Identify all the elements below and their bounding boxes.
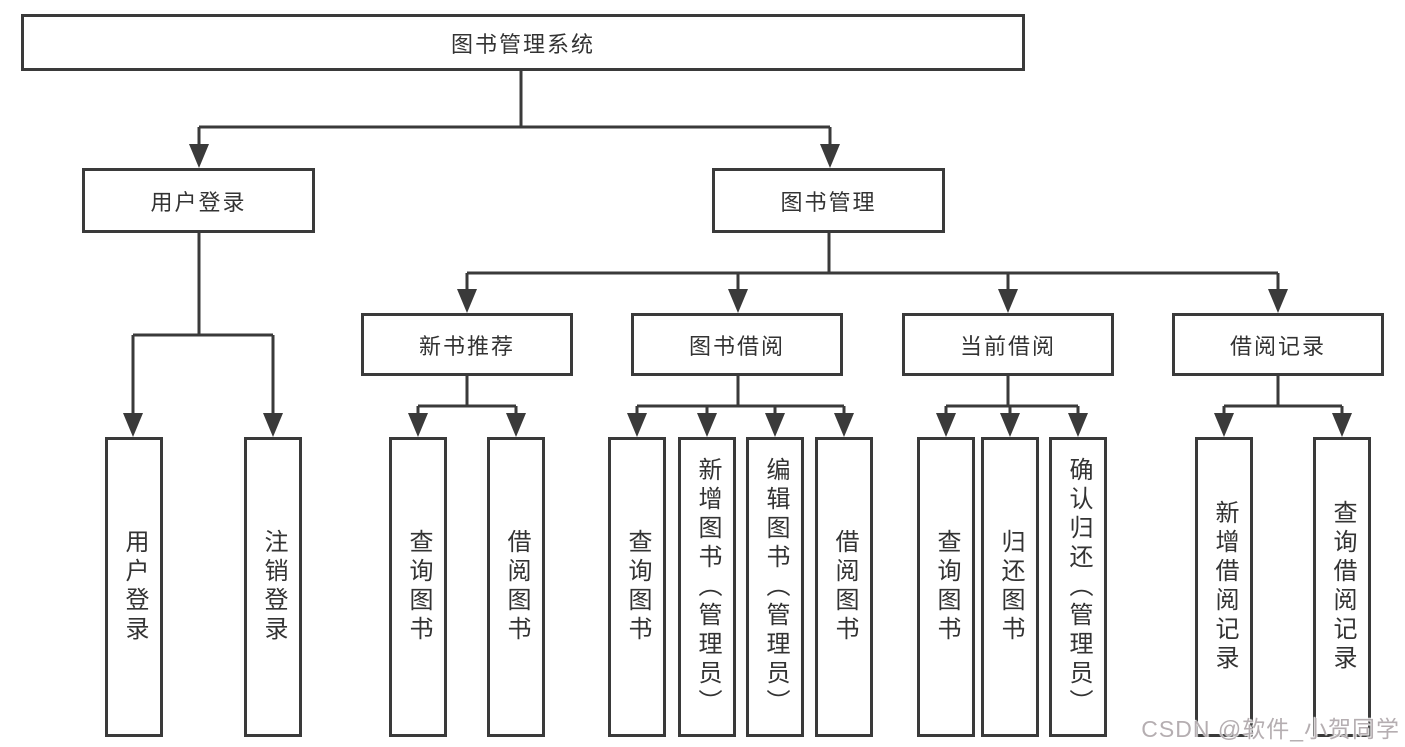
leaf-borrow-books-recommend: 借阅图书 — [487, 437, 545, 737]
node-borrowing-records: 借阅记录 — [1172, 313, 1384, 376]
leaf-return-book: 归还图书 — [981, 437, 1039, 737]
leaf-add-borrow-record: 新增借阅记录 — [1195, 437, 1253, 737]
node-user-login: 用户登录 — [82, 168, 315, 233]
leaf-query-books-borrowing: 查询图书 — [608, 437, 666, 737]
leaf-borrow-books-borrowing: 借阅图书 — [815, 437, 873, 737]
leaf-confirm-return-admin: 确认归还（管理员） — [1049, 437, 1107, 737]
leaf-logout: 注销登录 — [244, 437, 302, 737]
csdn-watermark: CSDN @软件_小贺同学 — [1141, 716, 1400, 742]
leaf-add-book-admin: 新增图书（管理员） — [678, 437, 736, 737]
tree-edges — [131, 70, 1344, 419]
leaf-query-borrow-record: 查询借阅记录 — [1313, 437, 1371, 737]
leaf-edit-book-admin: 编辑图书（管理员） — [746, 437, 804, 737]
leaf-query-books-current: 查询图书 — [917, 437, 975, 737]
node-library-management-system: 图书管理系统 — [21, 14, 1025, 71]
node-current-borrowing: 当前借阅 — [902, 313, 1114, 376]
node-book-management: 图书管理 — [712, 168, 945, 233]
node-new-book-recommend: 新书推荐 — [361, 313, 573, 376]
leaf-user-login: 用户登录 — [105, 437, 163, 737]
node-book-borrowing: 图书借阅 — [631, 313, 843, 376]
leaf-query-books-recommend: 查询图书 — [389, 437, 447, 737]
arrowheads — [123, 144, 1352, 437]
